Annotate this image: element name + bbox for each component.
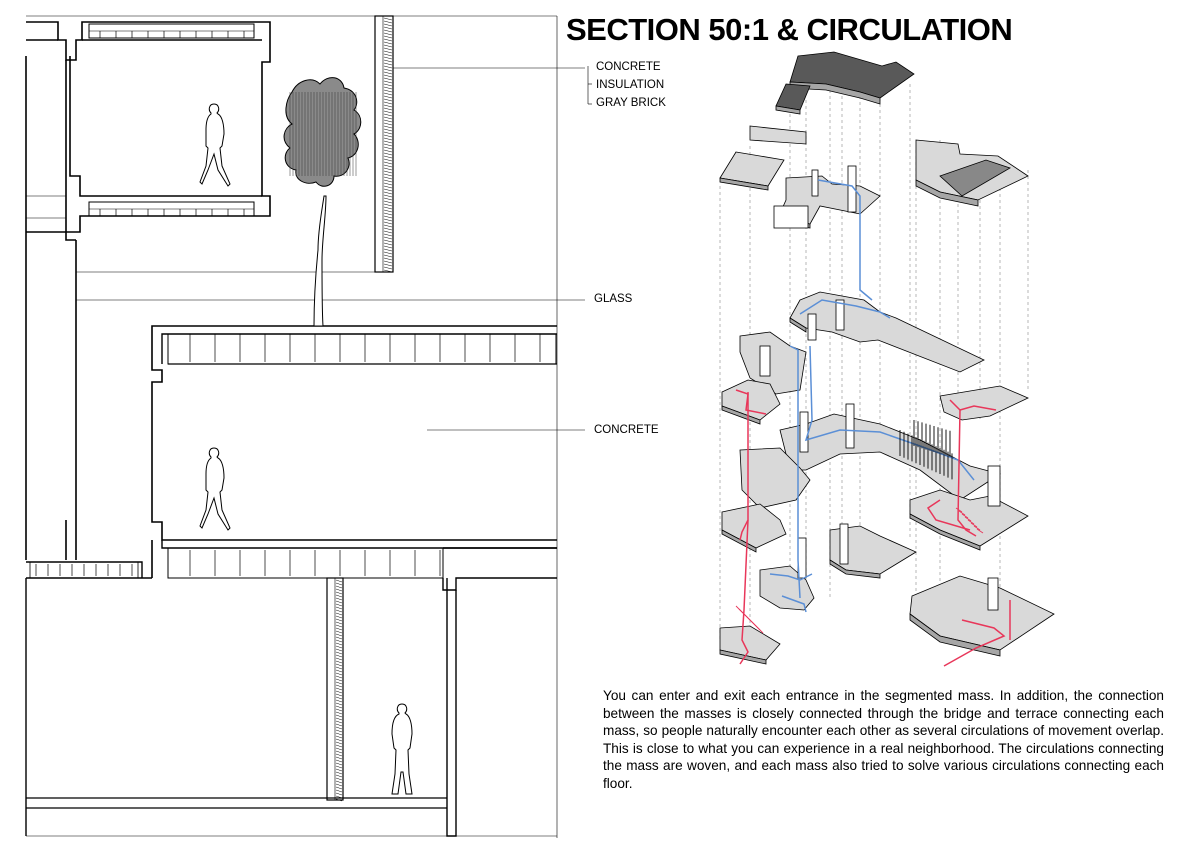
bridge-railing	[735, 420, 984, 634]
middle-room	[151, 325, 585, 591]
floor-plates	[719, 165, 1055, 665]
description-paragraph: You can enter and exit each entrance in …	[603, 688, 1164, 791]
label-gray-brick: GRAY BRICK	[596, 97, 666, 109]
human-figure-icon	[391, 703, 413, 795]
label-insulation: INSULATION	[596, 79, 665, 91]
label-glass: GLASS	[594, 293, 633, 305]
circulation-blue	[769, 179, 975, 613]
roof-layer	[719, 51, 1029, 207]
page-title: SECTION 50:1 & CIRCULATION	[566, 12, 1013, 47]
label-concrete-top: CONCRETE	[596, 61, 661, 73]
label-concrete-mid: CONCRETE	[594, 424, 659, 436]
circulation-red	[735, 389, 1011, 667]
tree-icon	[283, 77, 362, 327]
human-figure-icon	[199, 447, 231, 531]
upper-room	[26, 21, 271, 241]
human-figure-icon	[199, 103, 231, 187]
